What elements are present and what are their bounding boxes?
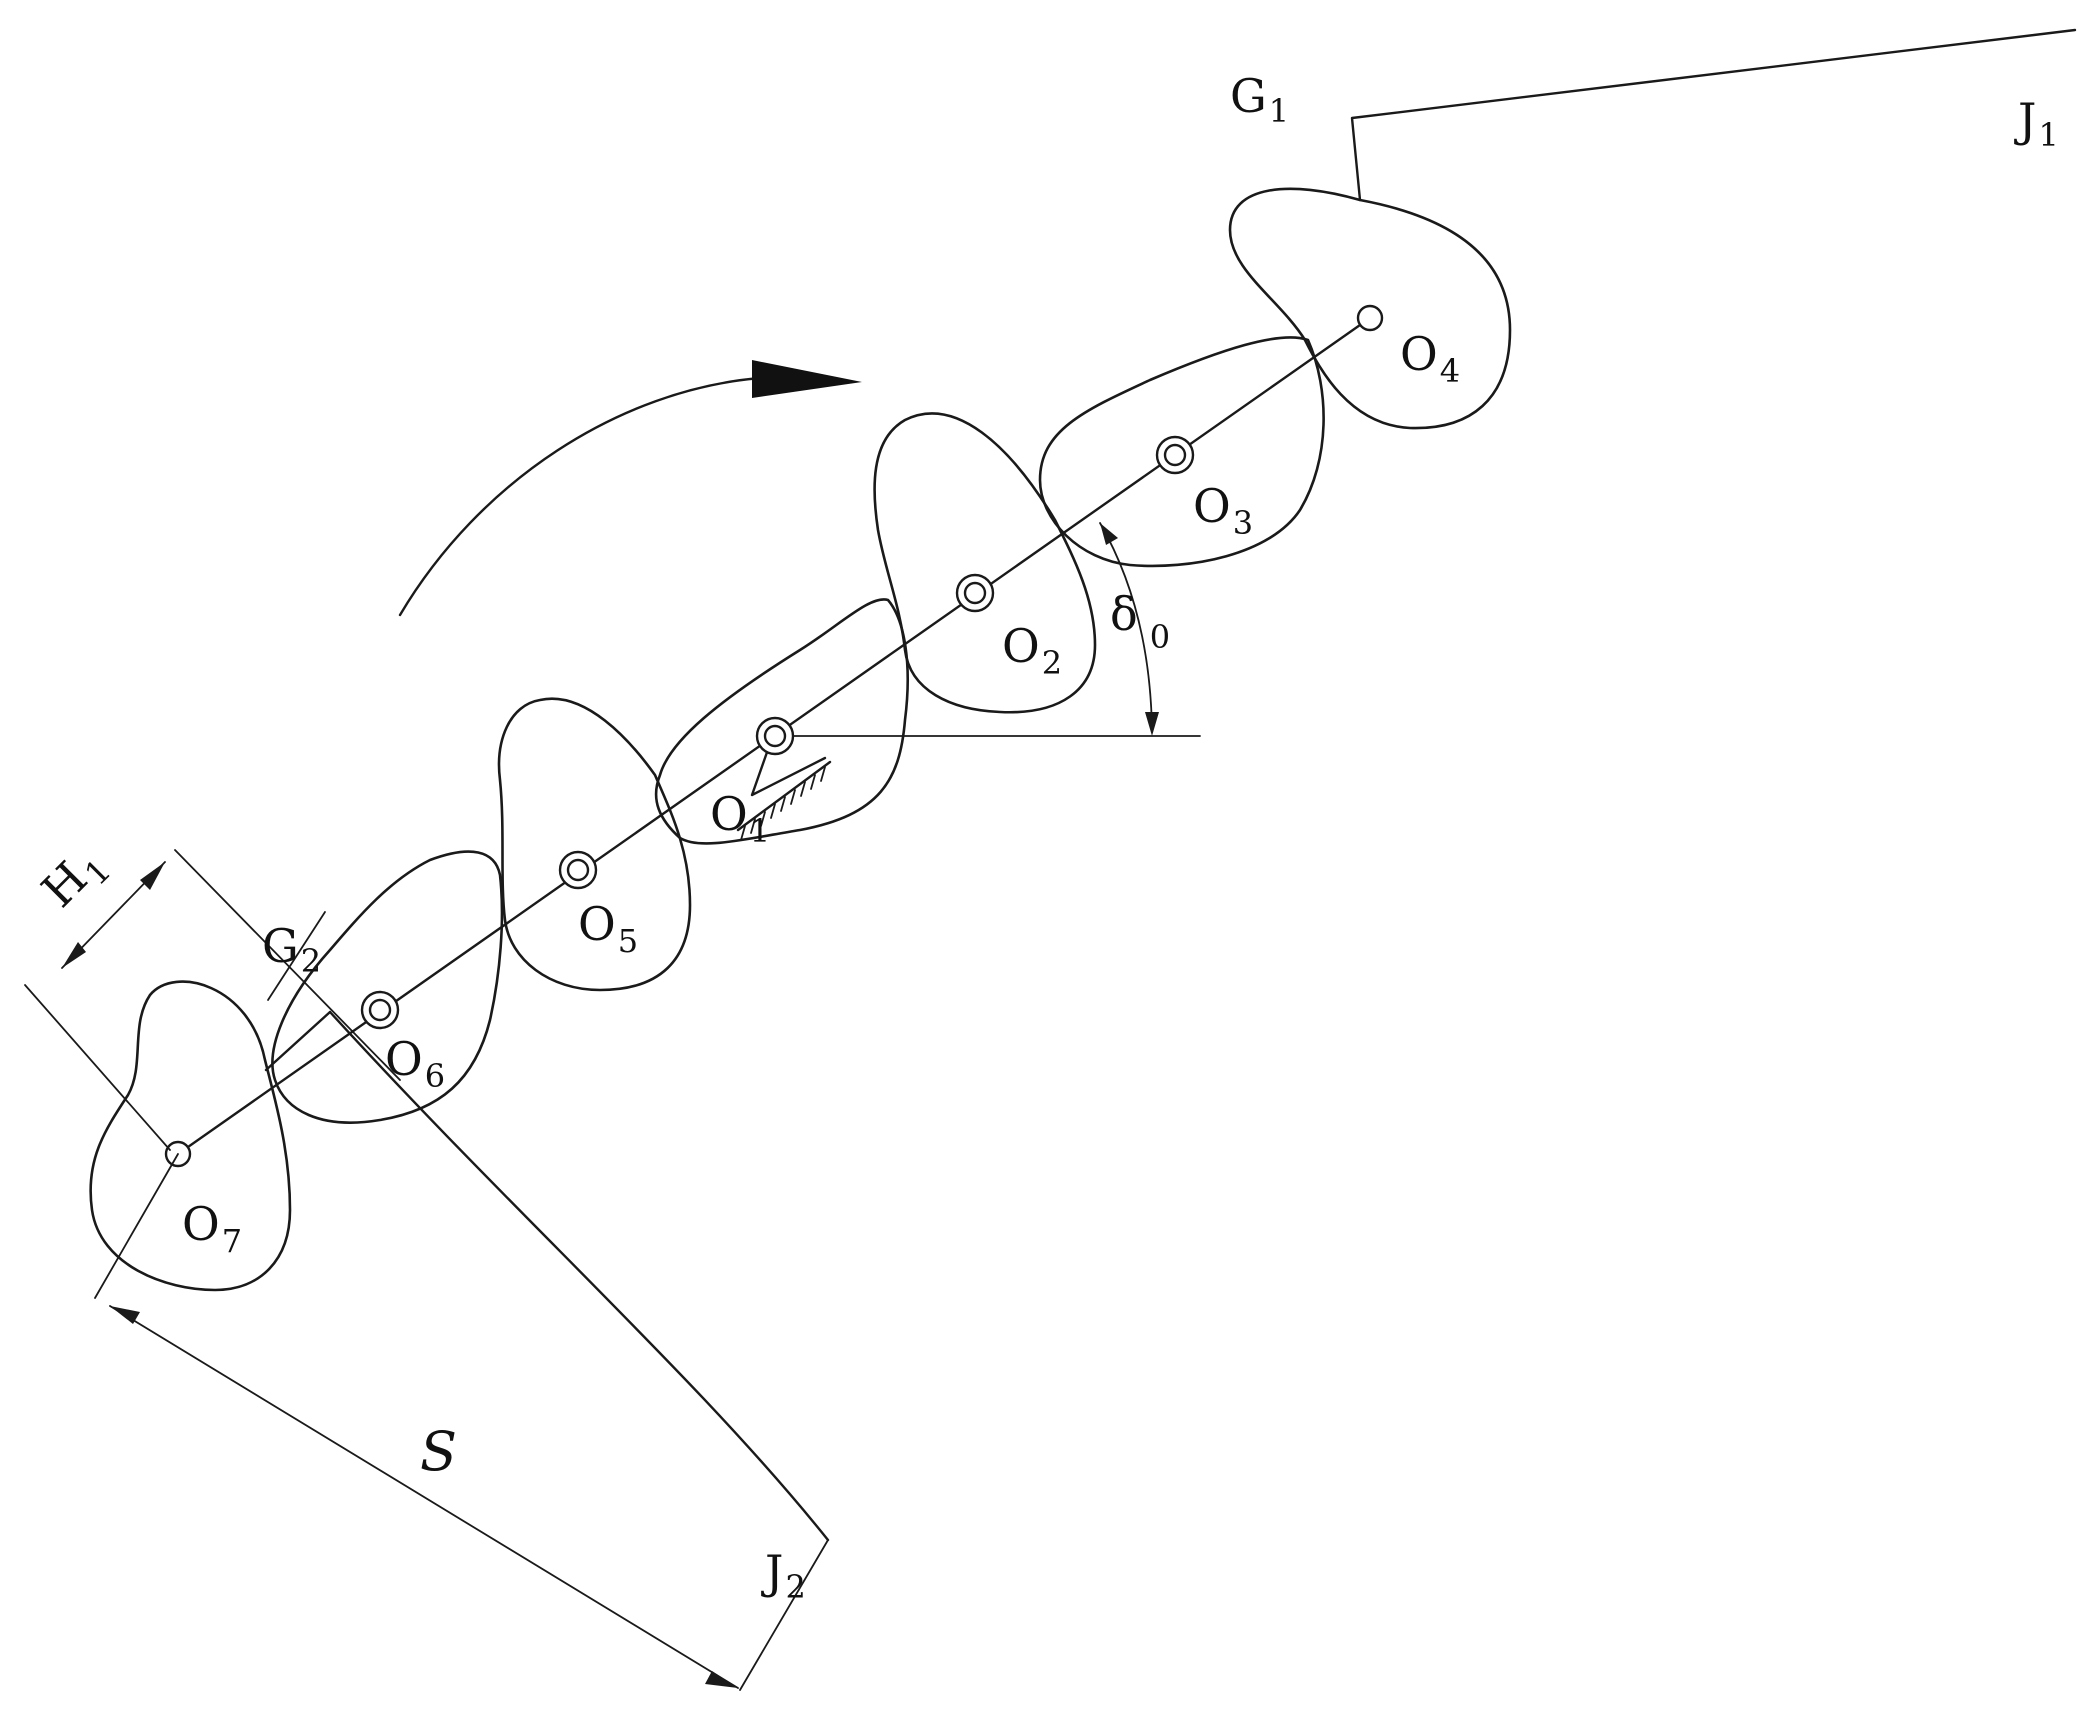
pin-o4 — [1356, 304, 1384, 332]
g2-tick-line — [267, 911, 326, 1001]
j2-extension-line — [739, 1539, 829, 1691]
pin-o6 — [360, 990, 400, 1030]
ground-line — [736, 760, 832, 832]
s-arrowhead-left — [110, 1306, 140, 1324]
h1-extension-lower — [24, 984, 171, 1151]
label-o1: O1 — [710, 787, 770, 850]
g2-link-line — [264, 1010, 332, 1072]
label-s: S — [420, 1420, 457, 1483]
label-o3: O3 — [1193, 479, 1253, 542]
label-g1: G1 — [1230, 69, 1289, 130]
label-j2: J2 — [761, 1545, 806, 1606]
fixed-support-triangle — [750, 736, 827, 797]
pin-o2 — [955, 573, 995, 613]
h1-arrowhead-bottom — [62, 942, 86, 968]
s-extension-line — [94, 1153, 179, 1299]
label-h1: H1 — [31, 835, 118, 922]
h1-extension-upper — [174, 849, 401, 1081]
angle-arrowhead-bottom — [1145, 712, 1159, 736]
cam-o7 — [89, 980, 292, 1292]
label-o7: O7 — [182, 1197, 242, 1260]
upper-arm-line — [1350, 28, 2077, 202]
cam-o5 — [497, 697, 692, 992]
cam-o4 — [1228, 187, 1512, 430]
h1-arrowhead-top — [140, 862, 165, 890]
cam-o6 — [271, 850, 504, 1124]
label-o4: O4 — [1400, 327, 1460, 390]
angle-arrowhead-top — [1100, 523, 1118, 545]
pin-o5 — [558, 850, 598, 890]
label-g2: G2 — [262, 919, 321, 980]
angle-arc-delta0 — [1099, 522, 1153, 731]
label-j1: J1 — [2014, 93, 2059, 154]
label-o5: O5 — [578, 897, 638, 960]
pin-o1 — [755, 716, 795, 756]
lower-arm-curve — [328, 1010, 830, 1542]
cam-o3 — [1038, 336, 1325, 568]
pin-o3 — [1155, 435, 1195, 475]
ground-hatch — [740, 766, 826, 841]
label-o6: O6 — [385, 1032, 445, 1095]
clockwise-arrow — [398, 376, 762, 617]
cam-o1 — [654, 598, 909, 845]
rotation-arrowhead — [752, 360, 862, 398]
label-o2: O2 — [1002, 619, 1062, 682]
s-dimension-line — [109, 1305, 739, 1689]
s-arrowhead-right — [705, 1671, 738, 1688]
